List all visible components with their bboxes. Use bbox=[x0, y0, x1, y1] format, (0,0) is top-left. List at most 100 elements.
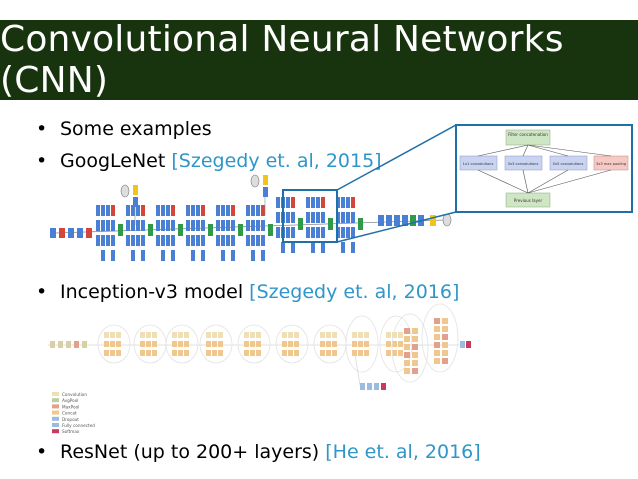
v3-block bbox=[392, 332, 397, 338]
layer-block bbox=[351, 227, 355, 238]
layer-block bbox=[171, 220, 175, 231]
layer-block bbox=[231, 205, 235, 216]
layer-block bbox=[276, 227, 280, 238]
bullet-text: GoogLeNet bbox=[60, 150, 166, 172]
layer-block bbox=[221, 205, 225, 216]
layer-block bbox=[126, 205, 130, 216]
v3-block bbox=[398, 332, 403, 338]
v3-block bbox=[250, 332, 255, 338]
v3-block bbox=[178, 350, 183, 356]
v3-module-outline bbox=[345, 315, 379, 373]
layer-block bbox=[50, 228, 56, 238]
layer-block bbox=[321, 212, 325, 223]
layer-block bbox=[276, 212, 280, 223]
v3-module-outline bbox=[275, 324, 309, 364]
layer-block bbox=[136, 205, 140, 216]
v3-block bbox=[434, 326, 440, 332]
layer-block bbox=[141, 205, 145, 216]
v3-block bbox=[146, 341, 151, 347]
layer-block bbox=[216, 235, 220, 246]
layer-block bbox=[77, 228, 83, 238]
v3-block bbox=[172, 350, 177, 356]
layer-block bbox=[106, 205, 110, 216]
layer-block bbox=[251, 205, 255, 216]
layer-block bbox=[126, 235, 130, 246]
v3-block bbox=[244, 341, 249, 347]
v3-block bbox=[58, 341, 63, 348]
layer-block bbox=[261, 220, 265, 231]
bullet-resnet: •ResNet (up to 200+ layers) [He et. al, … bbox=[36, 441, 481, 463]
v3-block bbox=[404, 336, 410, 342]
layer-block bbox=[246, 235, 250, 246]
layer-block bbox=[256, 235, 260, 246]
branch-label: 5x5 convolutions bbox=[553, 162, 584, 166]
concat-block bbox=[298, 218, 303, 230]
layer-block bbox=[281, 242, 285, 253]
zoom-connector bbox=[336, 211, 457, 243]
v3-block bbox=[282, 341, 287, 347]
layer-block bbox=[291, 227, 295, 238]
v3-block bbox=[434, 342, 440, 348]
v3-block bbox=[140, 350, 145, 356]
v3-aux-block bbox=[374, 383, 379, 390]
layer-block bbox=[286, 212, 290, 223]
legend-swatch bbox=[52, 423, 59, 427]
v3-block bbox=[386, 341, 391, 347]
layer-block bbox=[131, 235, 135, 246]
layer-block bbox=[131, 205, 135, 216]
layer-block bbox=[201, 250, 205, 261]
concat-block bbox=[118, 224, 123, 236]
layer-block bbox=[156, 220, 160, 231]
aux-line bbox=[354, 354, 361, 386]
v3-module-outline bbox=[165, 324, 199, 364]
layer-block bbox=[196, 205, 200, 216]
v3-block bbox=[250, 341, 255, 347]
filter-concat-label: Filter concatenation bbox=[508, 132, 548, 137]
v3-block bbox=[104, 341, 109, 347]
layer-block bbox=[141, 220, 145, 231]
v3-block bbox=[212, 341, 217, 347]
layer-block bbox=[111, 235, 115, 246]
v3-block bbox=[404, 352, 410, 358]
layer-block bbox=[136, 220, 140, 231]
legend-swatch bbox=[52, 416, 59, 421]
layer-block bbox=[201, 235, 205, 246]
v3-block bbox=[412, 368, 418, 374]
v3-block bbox=[50, 341, 55, 348]
layer-block bbox=[316, 227, 320, 238]
layer-block bbox=[191, 235, 195, 246]
citation: [Szegedy et. al, 2015] bbox=[171, 150, 382, 172]
v3-block bbox=[110, 332, 115, 338]
v3-block bbox=[218, 341, 223, 347]
v3-block bbox=[218, 350, 223, 356]
v3-block bbox=[332, 341, 337, 347]
v3-block bbox=[392, 341, 397, 347]
v3-block bbox=[66, 341, 71, 348]
layer-block bbox=[341, 242, 345, 253]
layer-block bbox=[171, 205, 175, 216]
layer-block bbox=[321, 227, 325, 238]
layer-block bbox=[221, 235, 225, 246]
v3-block bbox=[206, 350, 211, 356]
bullet-text: Inception-v3 model bbox=[60, 281, 244, 303]
v3-block bbox=[146, 350, 151, 356]
v3-module-outline bbox=[391, 313, 429, 383]
bullet-text: Some examples bbox=[60, 118, 212, 140]
v3-tail-block bbox=[466, 341, 471, 348]
v3-block bbox=[358, 341, 363, 347]
layer-block bbox=[96, 220, 100, 231]
concat-block bbox=[328, 218, 333, 230]
v3-block bbox=[412, 336, 418, 342]
v3-block bbox=[412, 344, 418, 350]
layer-block bbox=[101, 220, 105, 231]
output-node bbox=[250, 174, 260, 188]
layer-block bbox=[251, 250, 255, 261]
v3-block bbox=[404, 368, 410, 374]
layer-block bbox=[316, 197, 320, 208]
bullet-dot: • bbox=[36, 118, 48, 140]
v3-block bbox=[218, 332, 223, 338]
v3-block bbox=[110, 341, 115, 347]
legend-label: Convolution bbox=[62, 392, 87, 397]
bullet-googlenet: •GoogLeNet [Szegedy et. al, 2015] bbox=[36, 150, 382, 172]
inception-v3-legend: ConvolutionAvgPoolMaxPoolConcatDropoutFu… bbox=[52, 392, 95, 434]
